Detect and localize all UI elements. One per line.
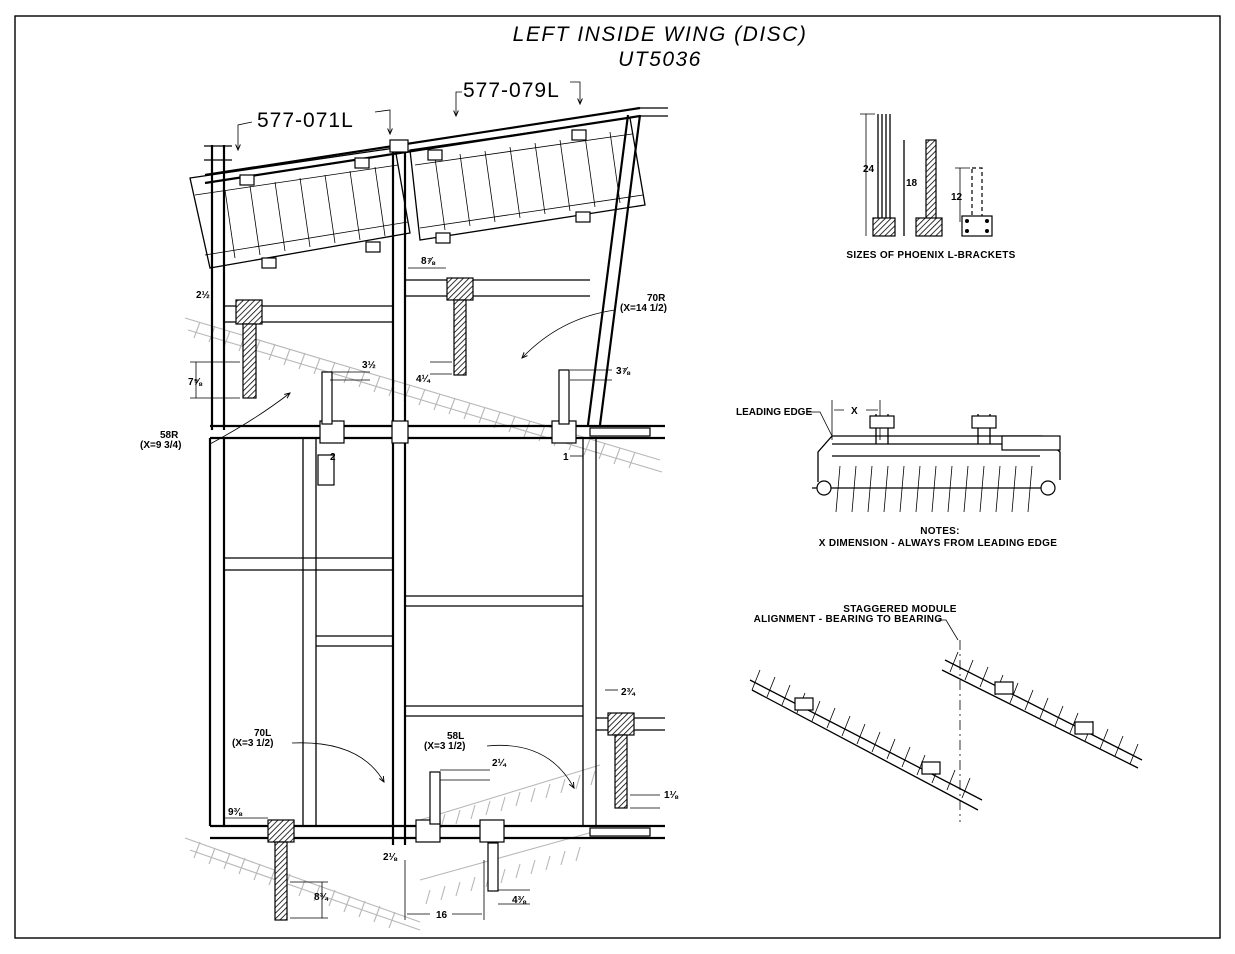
notes-heading: NOTES: [920, 526, 960, 537]
dim-3-1-2: 3½ [362, 360, 376, 371]
main-frame [208, 114, 665, 845]
leading-edge-detail: LEADING EDGE X NOTES: X DIMENSION - ALWA… [736, 400, 1061, 549]
dim-2-top: 2 [330, 452, 336, 463]
dim-4-1-4: 4¼ [416, 374, 431, 385]
module-callouts: 58R (X=9 3/4) 70R (X=14 1/2) 70L (X=3 1/… [140, 293, 667, 788]
x-dimension-label: X [851, 406, 858, 417]
dim-3-7-8: 3⅞ [616, 366, 631, 377]
dim-16: 16 [436, 910, 448, 921]
staggered-line-2: ALIGNMENT - BEARING TO BEARING [754, 614, 943, 625]
part-number-577-071l: 577-071L [257, 109, 354, 132]
dim-2-1-8: 2⅛ [383, 852, 398, 863]
notes-text: X DIMENSION - ALWAYS FROM LEADING EDGE [819, 538, 1057, 549]
dim-7-5-8: 7⅝ [188, 377, 203, 388]
model-number: UT5036 [618, 48, 702, 71]
callout-70l-x: (X=3 1/2) [232, 738, 273, 749]
dim-2-1-4: 2¼ [492, 758, 507, 769]
main-frame-view: 577-071L 577-079L 58R (X=9 3/4) 70R (X=1… [140, 79, 679, 931]
part-number-577-079l: 577-079L [463, 79, 560, 102]
callout-70r-x: (X=14 1/2) [620, 303, 667, 314]
staggered-line-1: STAGGERED MODULE [843, 604, 957, 615]
dim-2-1-2: 2½ [196, 290, 210, 301]
dim-1: 1 [563, 452, 569, 463]
dim-8-7-8: 8⅞ [421, 256, 436, 267]
drawing-title: LEFT INSIDE WING (DISC) [513, 23, 808, 46]
top-toolbar [189, 106, 668, 430]
dim-8-3-4: 8¾ [314, 892, 329, 903]
dim-2-3-4: 2¾ [621, 687, 636, 698]
brackets-caption: SIZES OF PHOENIX L-BRACKETS [846, 250, 1015, 261]
sheet-border [14, 15, 1221, 939]
dim-9-3-8: 9⅜ [228, 807, 243, 818]
bracket-size-12: 12 [951, 192, 963, 203]
callout-58r-code: 58R [160, 430, 179, 441]
staggered-module-detail: STAGGERED MODULE ALIGNMENT - BEARING TO … [749, 604, 1143, 822]
leading-edge-label: LEADING EDGE [736, 407, 812, 418]
shank-brackets [235, 277, 635, 921]
callout-58r-x: (X=9 3/4) [140, 440, 181, 451]
dim-4-3-8: 4⅜ [512, 895, 527, 906]
callout-58l-code: 58L [447, 731, 464, 742]
dim-1-1-8: 1⅛ [664, 790, 679, 801]
part-number-callouts: 577-071L 577-079L [238, 79, 580, 150]
bracket-size-24: 24 [863, 164, 875, 175]
callout-70r-code: 70R [647, 293, 666, 304]
bracket-size-18: 18 [906, 178, 918, 189]
callout-70l-code: 70L [254, 728, 271, 739]
l-brackets-detail: 24 18 12 SIZES OF PHOENIX L-BRACKETS [846, 113, 1015, 261]
callout-58l-x: (X=3 1/2) [424, 741, 465, 752]
dimension-annotations: 2½ 7⅝ 3½ 8⅞ 4¼ 3⅞ 2 1 2¾ 2¼ 1⅛ 9⅜ 2⅛ 8¾ [188, 256, 679, 921]
